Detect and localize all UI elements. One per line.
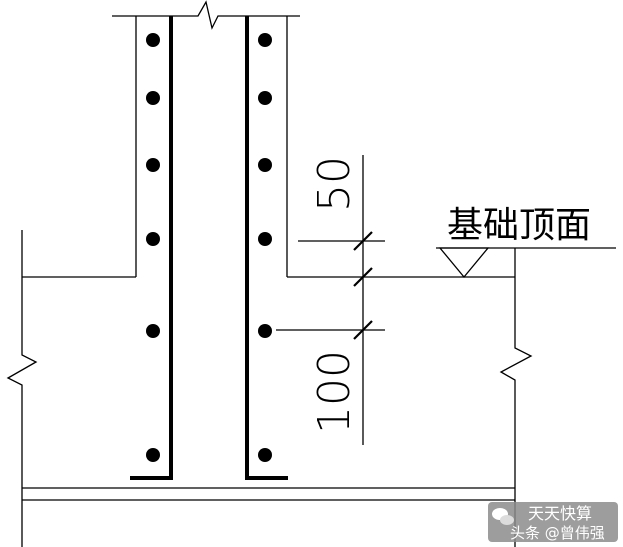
watermark-line1: 天天快算 xyxy=(528,504,592,523)
rebar-dot xyxy=(146,33,160,47)
dimension-tick xyxy=(353,320,373,340)
rebar-dot xyxy=(258,324,272,338)
watermark-background xyxy=(488,502,618,542)
dimension-label-50: 50 xyxy=(309,156,360,212)
foundation-top-label: 基础顶面 xyxy=(447,205,591,246)
dimension-tick xyxy=(353,267,373,287)
rebar-dot xyxy=(258,232,272,246)
foundation-outline xyxy=(6,230,533,547)
watermark-line2: 头条 @曾伟强 xyxy=(510,524,605,542)
rebar-dot xyxy=(258,158,272,172)
rebar-dot xyxy=(258,91,272,105)
rebar-dot xyxy=(146,91,160,105)
rebar-dot xyxy=(258,448,272,462)
elevation-marker xyxy=(436,247,616,279)
rebar-dot xyxy=(146,448,160,462)
elevation-triangle-icon xyxy=(438,247,490,279)
rebar-dot xyxy=(258,33,272,47)
dimension-label-100: 100 xyxy=(309,350,360,434)
foundation-right-break-line xyxy=(499,248,533,547)
wechat-icon xyxy=(492,508,514,525)
dimension-tick xyxy=(353,231,373,251)
rebar-dots xyxy=(146,33,272,462)
watermark: 天天快算 头条 @曾伟强 xyxy=(488,502,618,542)
dimension-chain xyxy=(276,155,385,445)
column-outline xyxy=(112,0,300,277)
rebar-left-bar xyxy=(130,16,173,480)
rebar-dot xyxy=(146,324,160,338)
longitudinal-rebars xyxy=(130,16,288,480)
rebar-dot xyxy=(146,232,160,246)
foundation-left-break-line xyxy=(6,277,38,547)
rebar-dot xyxy=(146,158,160,172)
column-top-break-line xyxy=(112,0,300,30)
rebar-right-bar xyxy=(245,16,288,480)
